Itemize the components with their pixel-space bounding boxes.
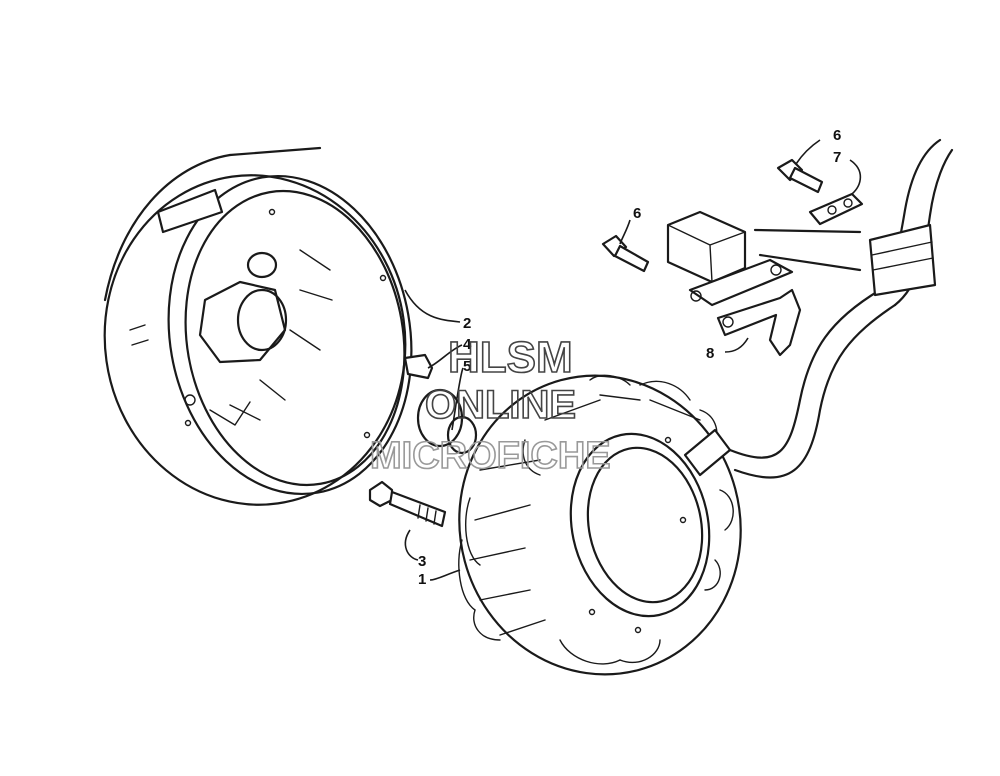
bracket [716, 288, 802, 357]
stator-bolt [368, 480, 447, 528]
callout-4: 4 [463, 336, 472, 353]
washer [416, 388, 478, 455]
watermark-line-1: HLSM [448, 333, 573, 382]
callout-6-upper: 6 [833, 127, 841, 144]
flywheel [103, 146, 413, 506]
screw-lower [601, 234, 650, 273]
wire-harness [728, 138, 954, 479]
callout-6-lower: 6 [633, 205, 641, 222]
pickup-coil [666, 210, 794, 307]
woodruff-key [403, 353, 434, 380]
callout-3: 3 [418, 553, 426, 570]
callout-5: 5 [463, 358, 471, 375]
callout-2: 2 [463, 315, 471, 332]
watermark-line-2: ONLINE [425, 383, 576, 427]
callout-1: 1 [418, 571, 426, 588]
leader-lines [404, 139, 862, 581]
callout-7: 7 [833, 149, 841, 166]
stator [458, 374, 742, 676]
clamp-plate [808, 192, 864, 226]
screw-upper [776, 158, 824, 194]
callout-8: 8 [706, 345, 714, 362]
watermark-line-3: MICROFICHE [370, 435, 611, 477]
